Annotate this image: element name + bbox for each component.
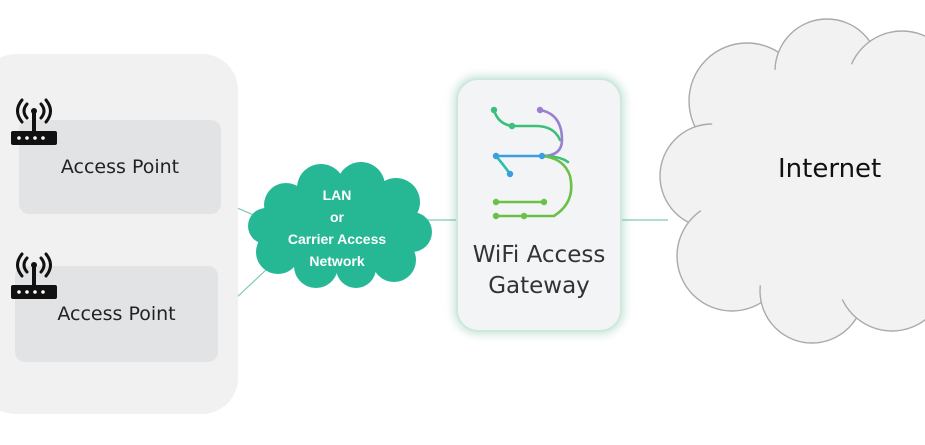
lan-label-line-3: Carrier Access [287, 231, 387, 247]
gateway-logo-icon [490, 106, 573, 220]
lan-cloud-label: LAN or Carrier Access Network [262, 184, 412, 272]
lan-label-line-4: Network [309, 253, 365, 269]
access-point-2: Access Point [15, 266, 218, 362]
lan-label-line-1: LAN [322, 187, 352, 203]
gateway-label: WiFi Access Gateway [456, 240, 622, 302]
wifi-access-gateway [456, 78, 622, 332]
access-point-2-label: Access Point [57, 303, 176, 325]
lan-cloud-shape [248, 162, 432, 288]
access-point-1-label: Access Point [60, 156, 180, 178]
gateway-label-line-2: Gateway [488, 273, 590, 299]
access-point-1: Access Point [19, 120, 221, 214]
wifi-router-icon [11, 98, 57, 145]
internet-label: Internet [778, 154, 882, 184]
internet-cloud-shape [659, 18, 925, 344]
gateway-label-line-1: WiFi Access [472, 242, 606, 268]
wifi-router-icon [11, 252, 57, 299]
lan-label-line-2: or [330, 209, 344, 225]
